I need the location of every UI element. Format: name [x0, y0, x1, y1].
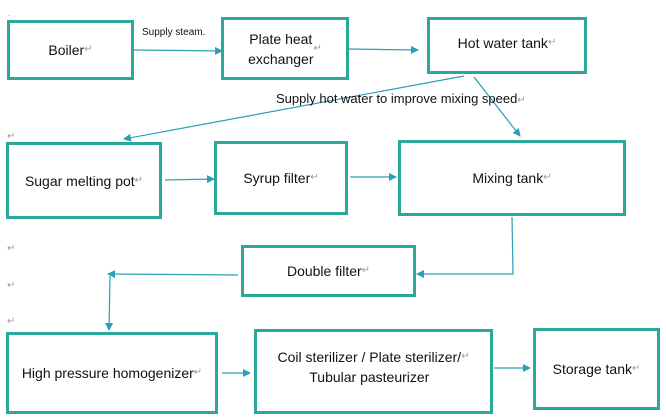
arrow-mixing-to-double	[416, 216, 514, 278]
node-syrup-filter: Syrup filter↵	[214, 141, 348, 215]
node-high-pressure-homogenizer: High pressure homogenizer↵	[6, 332, 218, 414]
paragraph-mark: ↵	[7, 316, 16, 327]
node-label: Plate heat exchanger	[248, 30, 314, 67]
node-label: Boiler	[48, 42, 85, 58]
arrow-sugarpot-to-syrup	[164, 175, 215, 184]
arrow-junction-to-homogenizer	[105, 275, 114, 331]
arrow-double-to-junction	[107, 270, 239, 279]
node-label: Mixing tank	[472, 170, 544, 186]
node-sugar-melting-pot: Sugar melting pot↵	[6, 142, 162, 219]
arrow-exchanger-to-hotwater	[348, 45, 419, 54]
node-label: Coil sterilizer / Plate sterilizer/ Tubu…	[277, 349, 462, 385]
edge-label-supply-steam: Supply steam.	[142, 27, 206, 38]
paragraph-mark: ↵	[7, 243, 16, 254]
node-label: Syrup filter	[243, 170, 311, 186]
paragraph-mark: ↵	[7, 280, 16, 291]
node-label: Storage tank	[552, 361, 632, 377]
arrow-hotwater-to-mixing	[473, 76, 521, 137]
node-label: High pressure homogenizer	[21, 365, 194, 381]
node-boiler: Boiler↵	[7, 20, 134, 80]
node-storage-tank: Storage tank↵	[533, 328, 660, 410]
node-plate-heat-exchanger: Plate heat exchanger↵	[221, 17, 349, 80]
arrow-hotwater-to-sugarpot	[123, 75, 465, 142]
arrow-boiler-to-exchanger	[133, 46, 223, 55]
edge-label-supply-hot-water: Supply hot water to improve mixing speed…	[276, 91, 526, 106]
node-double-filter: Double filter↵	[241, 245, 416, 297]
paragraph-mark: .	[8, 8, 11, 19]
node-label: Double filter	[286, 263, 362, 279]
node-hot-water-tank: Hot water tank↵	[427, 17, 587, 74]
node-mixing-tank: Mixing tank↵	[398, 140, 626, 216]
node-label: Hot water tank	[457, 35, 548, 51]
paragraph-mark: ↵	[7, 131, 16, 142]
node-sterilizer: Coil sterilizer / Plate sterilizer/ Tubu…	[254, 329, 493, 414]
node-label: Sugar melting pot	[24, 172, 135, 189]
